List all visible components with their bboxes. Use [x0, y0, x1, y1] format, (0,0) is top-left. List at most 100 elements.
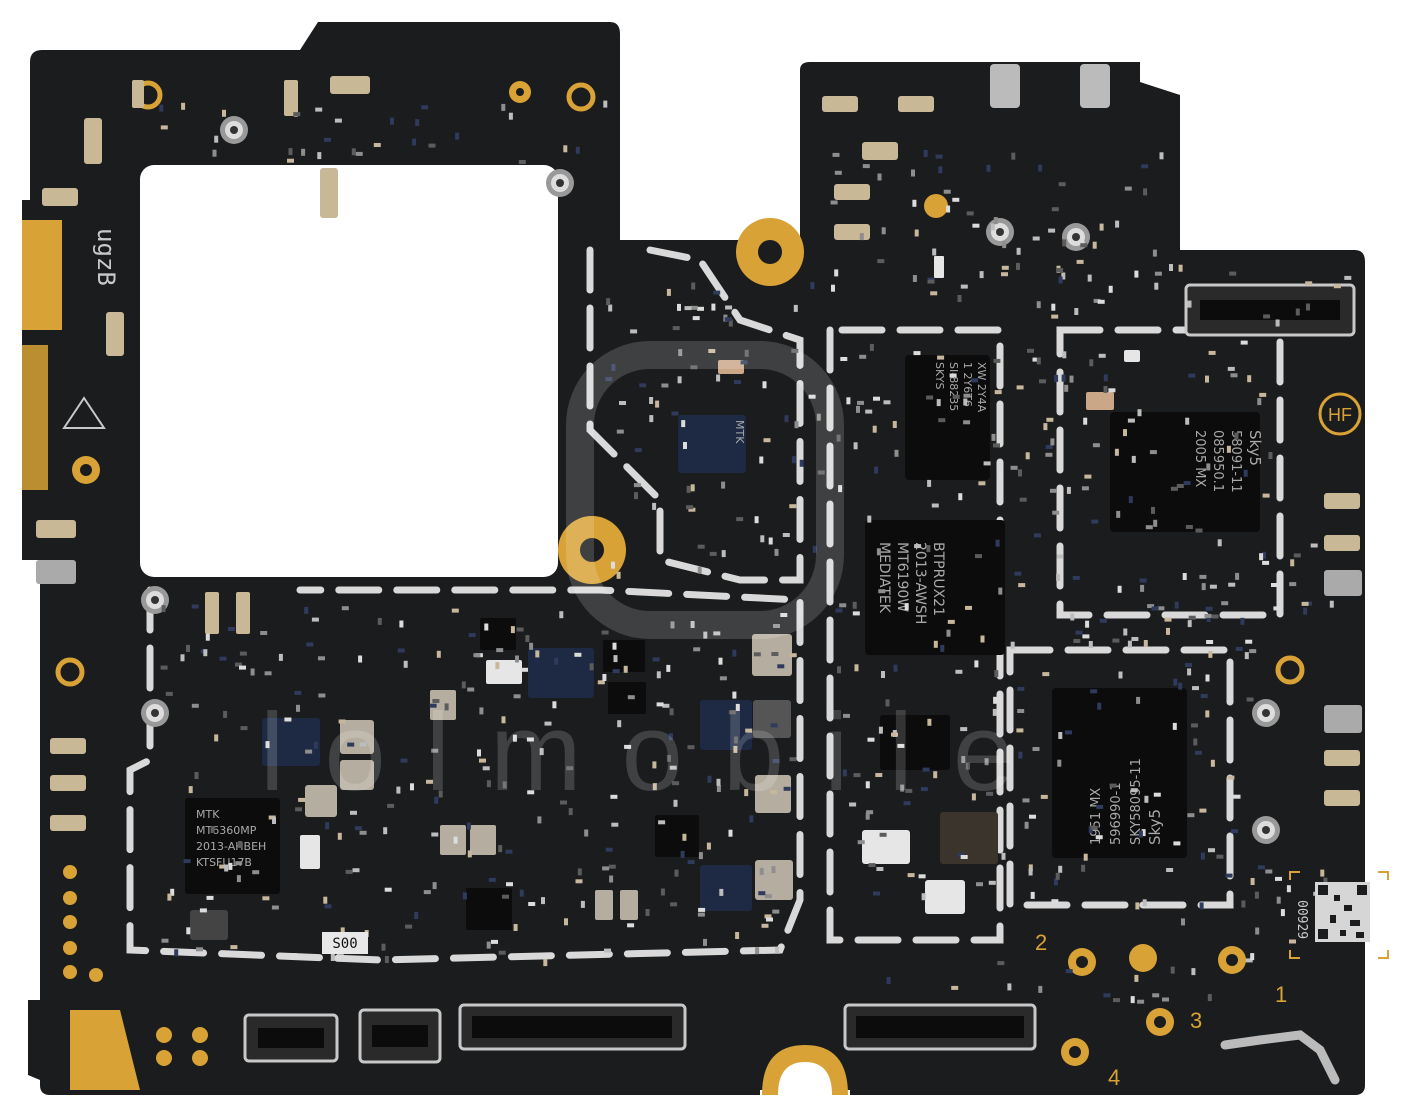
smd-part — [1205, 375, 1209, 383]
smd-part — [1134, 974, 1139, 982]
smd-part — [525, 635, 530, 643]
smd-part — [623, 665, 628, 673]
smd-part — [980, 635, 985, 643]
smd-part — [330, 954, 335, 961]
smd-part — [1018, 469, 1022, 477]
smd-part — [772, 909, 780, 914]
smd-part — [482, 766, 490, 771]
smd-part — [1191, 723, 1198, 728]
smd-part — [1249, 649, 1257, 654]
smd-part — [612, 642, 617, 650]
smd-part — [508, 112, 513, 120]
smd-part — [697, 544, 705, 549]
smd-part — [1286, 885, 1291, 893]
smd-part — [288, 148, 293, 156]
smd-part — [1147, 604, 1155, 609]
smd-part — [706, 842, 711, 850]
smd-part — [733, 736, 738, 744]
smd-part — [462, 892, 467, 900]
smd-part — [1245, 639, 1253, 644]
smd-part — [719, 676, 727, 681]
smd-part — [652, 657, 660, 662]
smd-part — [835, 608, 843, 613]
smd-part — [451, 608, 459, 613]
smd-part — [539, 748, 544, 756]
smd-part — [513, 924, 518, 931]
smd-part — [1051, 899, 1059, 904]
smd-part — [866, 810, 874, 815]
smd-part — [1088, 641, 1093, 648]
smd-part — [219, 864, 227, 869]
smd-part — [905, 788, 913, 793]
smd-part — [878, 589, 886, 594]
smd-part — [350, 810, 357, 815]
smd-part — [1058, 732, 1063, 739]
smd-part — [926, 395, 934, 400]
smd-part — [755, 947, 760, 955]
smd-part — [1039, 379, 1046, 384]
smd-part — [709, 551, 717, 556]
smd-part — [1211, 614, 1219, 619]
smd-part — [1201, 583, 1206, 591]
smd-part — [1082, 634, 1090, 639]
smd-part — [325, 822, 330, 830]
chip-mtk-small: MTK — [678, 415, 746, 473]
code-00929-label: 00929 — [1294, 900, 1309, 939]
smd-part — [878, 726, 883, 734]
smd-part — [876, 867, 884, 871]
smd-part — [236, 875, 241, 883]
smd-part — [687, 745, 695, 750]
smd-part — [1052, 510, 1060, 515]
smd-part — [415, 119, 420, 127]
smd-part — [883, 400, 891, 405]
smd-part — [1024, 821, 1029, 829]
smd-part — [235, 662, 242, 667]
smd-part — [1303, 607, 1308, 615]
smd-part — [1276, 896, 1281, 904]
smd-part — [687, 860, 695, 864]
smd-part — [1205, 710, 1210, 718]
smd-part — [1191, 968, 1196, 976]
smd-part — [1320, 869, 1325, 877]
smd-part — [467, 687, 475, 692]
smd-part — [735, 932, 740, 939]
smd-part — [789, 653, 797, 658]
smd-part — [486, 780, 491, 788]
smd-part — [732, 649, 737, 657]
smd-part — [1142, 899, 1147, 907]
smd-part — [468, 633, 476, 638]
smd-part — [697, 566, 702, 574]
smd-part — [1065, 730, 1072, 735]
smd-part — [753, 652, 761, 657]
smd-part — [1187, 813, 1195, 818]
smd-part — [174, 949, 179, 957]
smd-part — [1124, 186, 1132, 191]
smd-part — [935, 154, 943, 159]
smd-part — [669, 733, 673, 741]
smd-part — [789, 504, 797, 509]
smd-part — [1164, 617, 1172, 622]
smd-part — [1209, 584, 1217, 589]
smd-part — [212, 149, 217, 157]
smd-part — [952, 197, 960, 202]
smd-part — [719, 888, 724, 896]
smd-part — [1152, 993, 1160, 998]
smd-part — [918, 874, 926, 879]
smd-part — [223, 710, 228, 718]
smd-part — [566, 766, 574, 771]
smd-part — [993, 358, 1001, 363]
smd-part — [1010, 641, 1015, 649]
smd-part — [912, 275, 917, 282]
smd-part — [264, 671, 272, 676]
smd-part — [1255, 927, 1260, 935]
smd-part — [1001, 852, 1006, 860]
smd-part — [1045, 445, 1053, 449]
smd-part — [186, 927, 191, 935]
smd-part — [951, 985, 959, 990]
smd-part — [1112, 638, 1120, 643]
smd-part — [1084, 474, 1092, 479]
smd-part — [293, 112, 301, 117]
smd-part — [690, 365, 698, 370]
smd-part — [521, 667, 528, 672]
smd-part — [810, 282, 815, 290]
